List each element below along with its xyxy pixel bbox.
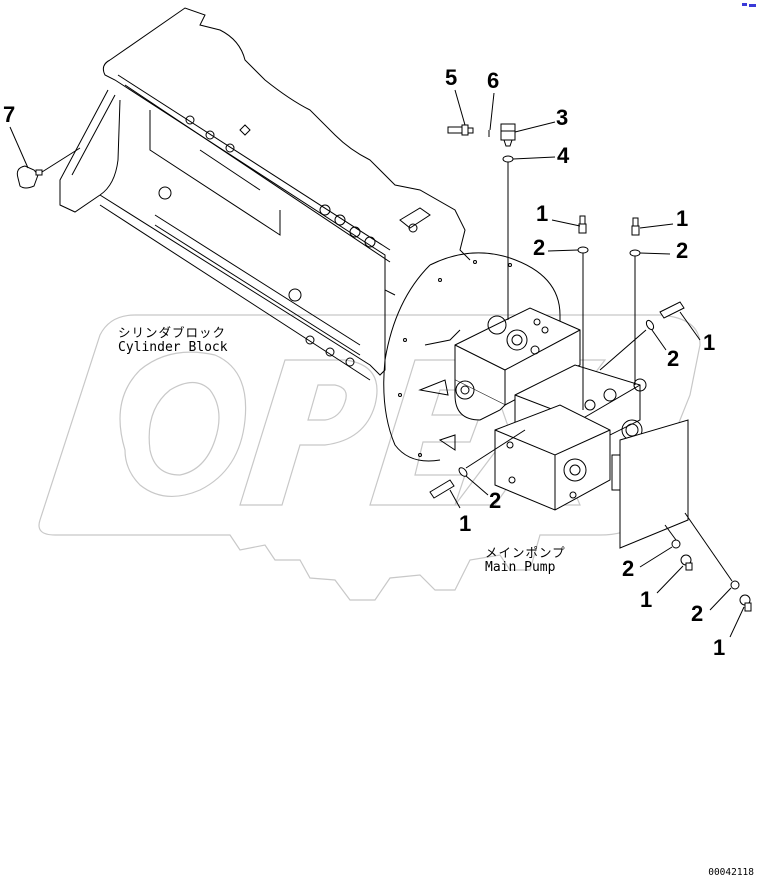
part-1-plug-b [631, 217, 674, 236]
part-1-plug-d [429, 479, 461, 509]
callout-1-c: 1 [703, 330, 716, 355]
part-2-o-ring-c [599, 319, 667, 371]
part-6-pin [488, 92, 495, 137]
label-main-pump: メインポンプ Main Pump [485, 545, 566, 575]
callout-1-d: 1 [459, 511, 472, 536]
callout-2-b: 2 [676, 238, 689, 263]
label-cylinder-block-en: Cylinder Block [118, 340, 228, 355]
part-1-plug-e [656, 554, 693, 594]
part-2-o-ring-a [547, 246, 589, 410]
part-2-o-ring-e [639, 524, 681, 568]
part-1-plug-c [659, 301, 701, 341]
part-2-o-ring-d [458, 429, 526, 496]
label-main-pump-jp: メインポンプ [485, 545, 566, 560]
part-3-sensor [500, 121, 556, 147]
callout-6: 6 [487, 68, 500, 93]
callout-3: 3 [556, 105, 569, 130]
label-cylinder-block: シリンダブロック Cylinder Block [118, 325, 228, 355]
part-7-connector [9, 126, 81, 189]
callout-2-e: 2 [622, 556, 635, 581]
label-cylinder-block-jp: シリンダブロック [118, 325, 227, 340]
callout-4: 4 [557, 143, 570, 168]
part-1-plug-f [729, 594, 752, 638]
part-2-o-ring-b [629, 249, 671, 385]
corner-mark-icon [742, 3, 756, 7]
callout-1-e: 1 [640, 587, 653, 612]
callout-1-a: 1 [536, 201, 549, 226]
callout-1-b: 1 [676, 206, 689, 231]
callout-2-c: 2 [667, 346, 680, 371]
part-4-o-ring [502, 155, 556, 320]
callout-2-a: 2 [533, 235, 546, 260]
callout-2-f: 2 [691, 601, 704, 626]
callout-7: 7 [3, 102, 16, 127]
label-main-pump-en: Main Pump [485, 560, 556, 575]
part-5-sensor-plug [447, 89, 474, 136]
callout-2-d: 2 [489, 488, 502, 513]
callout-1-f: 1 [713, 635, 726, 660]
part-2-o-ring-f [684, 512, 740, 611]
callout-5: 5 [445, 65, 458, 90]
part-1-plug-a [551, 215, 587, 234]
flywheel-housing-drawing [383, 252, 561, 462]
document-number: 00042118 [708, 867, 754, 878]
